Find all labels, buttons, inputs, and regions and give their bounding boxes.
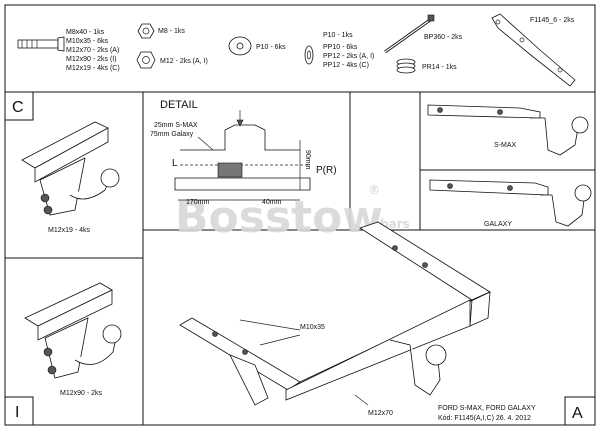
nut-m8-label: M8 - 1ks [158, 28, 185, 35]
bolt-label-5: M12x19 - 4ks (C) [66, 65, 120, 72]
towbar-c-illustration [21, 121, 120, 216]
panel-c-box [4, 91, 34, 121]
pp-label-4: PP12 - 4ks (C) [323, 62, 369, 69]
cable-tie-icon [384, 14, 435, 54]
panel-a-box [564, 396, 596, 426]
detail-galaxy: 75mm Galaxy [150, 131, 194, 138]
pp-label-2: PP10 - 6ks [323, 44, 358, 51]
main-m10-label: M10x35 [300, 324, 325, 331]
towbar-smax-illustration [427, 104, 589, 156]
nut-m12-icon [136, 51, 156, 69]
detail-dim-90: 90mm [304, 150, 311, 170]
detail-dim-40: 40mm [262, 199, 282, 206]
towbar-i-illustration [24, 282, 122, 379]
detail-pr: P(R) [316, 165, 337, 176]
outer-frame [4, 4, 596, 426]
spring-label: PR14 - 1ks [422, 64, 457, 71]
spring-washer-icon [304, 45, 314, 65]
pp-label-3: PP12 - 2ks (A, I) [323, 53, 374, 60]
washer-icon [228, 36, 252, 56]
bolt-label-3: M12x70 - 2ks (A) [66, 47, 119, 54]
footer-model: FORD S-MAX, FORD GALAXY [438, 405, 536, 412]
bracket-label: F1145_6 - 2ks [530, 17, 575, 24]
nut-m8-icon [137, 23, 155, 39]
detail-drawing [174, 110, 311, 201]
towbar-galaxy-illustration [429, 179, 592, 227]
bracket-icon [491, 13, 576, 87]
detail-l: L [172, 158, 178, 169]
panel-i-box [4, 396, 34, 426]
watermark-brand: Bosstow [175, 192, 383, 243]
panel-i-bolt-label: M12x90 - 2ks [60, 390, 103, 397]
pp-label-1: P10 - 1ks [323, 32, 353, 39]
washer-label: P10 - 6ks [256, 44, 286, 51]
towbar-main-illustration [179, 221, 491, 406]
panel-c-bolt-label: M12x19 - 4ks [48, 227, 91, 234]
spring-icon [396, 58, 416, 74]
panel-a-letter: A [572, 405, 583, 422]
panel-c-letter: C [12, 99, 24, 116]
detail-dim-170: 170mm [186, 199, 210, 206]
footer-code: Kód: F1145(A,I,C) 26. 4. 2012 [438, 415, 531, 422]
main-m12-label: M12x70 [368, 410, 393, 417]
bolt-icon [17, 36, 65, 52]
watermark-reg: ® [368, 183, 380, 197]
bolt-label-4: M12x90 - 2ks (I) [66, 56, 117, 63]
panel-i-letter: I [15, 404, 19, 421]
tie-label: BP360 - 2ks [424, 34, 463, 41]
galaxy-label: GALAXY [484, 221, 512, 228]
detail-title: DETAIL [160, 99, 198, 111]
detail-smax: 25mm S-MAX [154, 122, 198, 129]
bolt-label-1: M8x40 - 1ks [66, 29, 105, 36]
nut-m12-label: M12 - 2ks (A, I) [160, 58, 208, 65]
bolt-label-2: M10x35 - 6ks [66, 38, 109, 45]
smax-label: S-MAX [494, 142, 517, 149]
